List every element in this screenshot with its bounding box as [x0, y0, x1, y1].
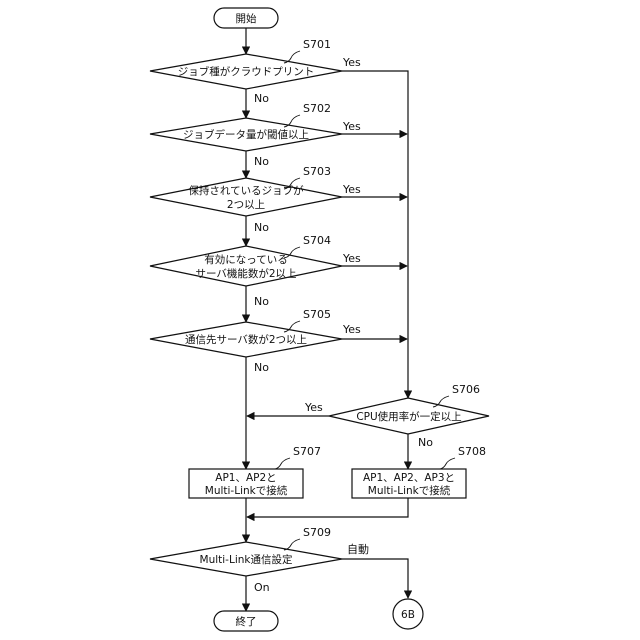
label-s705-no: No: [254, 361, 269, 374]
step-label-s704: S704: [303, 234, 331, 247]
label-s701-yes: Yes: [342, 56, 361, 69]
decision-s709: Multi-Link通信設定: [150, 542, 342, 576]
decision-s702: ジョブデータ量が閾値以上: [150, 118, 342, 151]
edge-s709-auto: [342, 559, 408, 598]
start-label: 開始: [236, 12, 257, 25]
start-terminal: 開始: [214, 8, 278, 28]
decision-s706-text: CPU使用率が一定以上: [356, 410, 461, 423]
step-label-s702: S702: [303, 102, 331, 115]
label-s709-auto: 自動: [347, 542, 369, 556]
decision-s701-text: ジョブ種がクラウドプリント: [178, 65, 315, 78]
edge-s708-merge: [247, 498, 408, 517]
decision-s704-text-line1: 有効になっている: [204, 253, 287, 266]
decision-s703-text-line2: 2つ以上: [227, 199, 265, 211]
decision-s705-text: 通信先サーバ数が2つ以上: [185, 333, 307, 346]
label-s704-yes: Yes: [342, 252, 361, 265]
step-label-s701: S701: [303, 38, 331, 51]
process-s708-text-line2: Multi-Linkで接続: [368, 484, 451, 497]
decision-s706: CPU使用率が一定以上: [329, 398, 489, 434]
end-label: 終了: [236, 615, 257, 628]
label-s705-yes: Yes: [342, 323, 361, 336]
decision-s702-text: ジョブデータ量が閾値以上: [183, 128, 309, 141]
label-s706-yes: Yes: [304, 401, 323, 414]
decision-s703-text-line1: 保持されているジョブが: [188, 184, 304, 197]
process-s708-text-line1: AP1、AP2、AP3と: [363, 472, 455, 484]
label-s706-no: No: [418, 436, 433, 449]
step-label-s708: S708: [458, 445, 486, 458]
decision-s701: ジョブ種がクラウドプリント: [150, 54, 342, 89]
step-label-s703: S703: [303, 165, 331, 178]
end-terminal: 終了: [214, 611, 278, 631]
decision-s704-shape: [150, 246, 342, 286]
offpage-connector: 6B: [393, 599, 423, 629]
decision-s705: 通信先サーバ数が2つ以上: [150, 322, 342, 357]
label-s704-no: No: [254, 295, 269, 308]
label-s702-yes: Yes: [342, 120, 361, 133]
label-s701-no: No: [254, 92, 269, 105]
process-s707-text-line1: AP1、AP2と: [215, 472, 276, 484]
process-s707: AP1、AP2と Multi-Linkで接続: [189, 469, 303, 498]
label-s702-no: No: [254, 155, 269, 168]
decision-s704: 有効になっている サーバ機能数が2以上: [150, 246, 342, 286]
leader-s707: [275, 458, 290, 469]
connector-label: 6B: [401, 609, 415, 621]
process-s708: AP1、AP2、AP3と Multi-Linkで接続: [352, 469, 466, 498]
leader-s709: [284, 539, 300, 550]
step-label-s707: S707: [293, 445, 321, 458]
label-s703-yes: Yes: [342, 183, 361, 196]
decision-s703: 保持されているジョブが 2つ以上: [150, 178, 342, 216]
label-s709-on: On: [254, 581, 270, 594]
decision-s709-text: Multi-Link通信設定: [200, 553, 293, 566]
decision-s704-text-line2: サーバ機能数が2以上: [195, 267, 296, 280]
label-s703-no: No: [254, 221, 269, 234]
leader-s708: [440, 458, 455, 469]
step-label-s705: S705: [303, 308, 331, 321]
process-s707-text-line2: Multi-Linkで接続: [205, 484, 288, 497]
step-label-s709: S709: [303, 526, 331, 539]
step-label-s706: S706: [452, 383, 480, 396]
